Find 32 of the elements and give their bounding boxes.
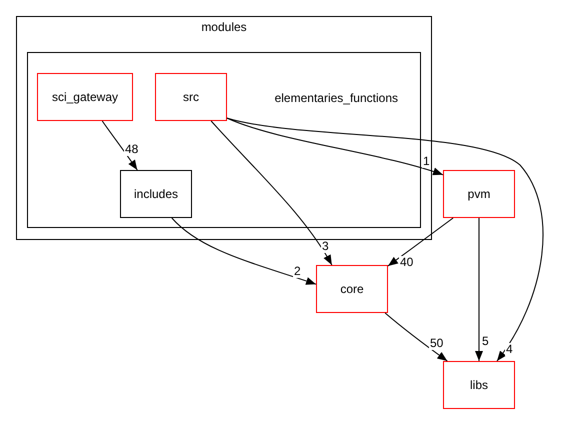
- module-box: [120, 170, 192, 218]
- node-label: sci_gateway: [52, 90, 118, 104]
- module-box: [37, 73, 133, 121]
- edge-label: 48: [124, 143, 140, 156]
- edge-label: 1: [422, 155, 431, 168]
- node-label: pvm: [468, 187, 490, 201]
- edge-label: 4: [505, 343, 514, 356]
- edge-label: 3: [321, 240, 330, 253]
- module-box: [316, 265, 388, 313]
- arrow: [384, 312, 448, 362]
- arrow: [475, 218, 483, 362]
- arrow: [210, 120, 332, 266]
- module-box: [155, 73, 227, 121]
- edge-label: 50: [429, 337, 444, 350]
- arrow: [226, 118, 544, 362]
- arrow: [171, 218, 316, 285]
- arrow: [226, 118, 444, 176]
- arrow: [388, 218, 454, 266]
- arrow: [102, 120, 138, 170]
- module-box: [443, 361, 515, 409]
- group-box: [27, 52, 421, 228]
- module-box: [443, 170, 515, 218]
- node-label: core: [340, 282, 364, 296]
- group-box: [16, 16, 432, 240]
- node-label: elementaries_functions: [274, 91, 398, 105]
- node-label: libs: [470, 378, 488, 392]
- edge-label: 5: [481, 335, 490, 348]
- edge-label: 2: [293, 265, 302, 278]
- node-label: modules: [200, 20, 248, 34]
- edge-label: 40: [399, 256, 414, 269]
- node-label: src: [183, 90, 199, 104]
- node-label: includes: [134, 187, 178, 201]
